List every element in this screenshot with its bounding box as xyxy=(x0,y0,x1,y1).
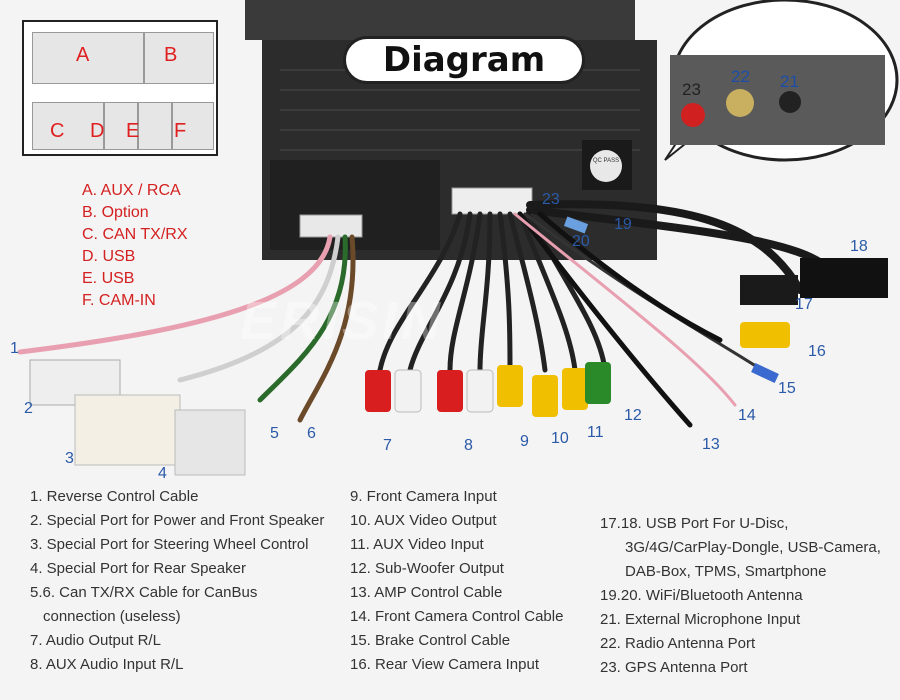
port-a-label: A xyxy=(76,44,90,66)
description-item: 4. Special Port for Rear Speaker xyxy=(30,560,246,577)
description-item: 11. AUX Video Input xyxy=(350,536,484,553)
callout-22-zoom: 22 xyxy=(731,67,750,86)
description-item: 17.18. USB Port For U-Disc, xyxy=(600,515,789,532)
callout-20: 20 xyxy=(572,233,590,250)
port-zoom-inset xyxy=(664,0,899,162)
callout-23-zoom: 23 xyxy=(682,80,701,99)
callout-15: 15 xyxy=(778,380,796,397)
mic-port xyxy=(779,91,801,113)
callout-3: 3 xyxy=(65,450,74,467)
callout-11: 11 xyxy=(587,424,604,441)
callout-4: 4 xyxy=(158,465,167,482)
callout-12: 12 xyxy=(624,407,642,424)
qc-label: QC PASS xyxy=(592,158,620,164)
description-item: 13. AMP Control Cable xyxy=(350,584,503,601)
description-item: 7. Audio Output R/L xyxy=(30,632,161,649)
callout-1: 1 xyxy=(10,340,19,357)
legend-item: F. CAM-IN xyxy=(82,292,156,309)
description-item: 9. Front Camera Input xyxy=(350,488,497,505)
port-c-label: C xyxy=(50,120,65,142)
callout-14: 14 xyxy=(738,407,756,424)
legend-item: C. CAN TX/RX xyxy=(82,226,188,243)
callout-18: 18 xyxy=(850,238,868,255)
description-item: 21. External Microphone Input xyxy=(600,611,801,628)
description-item: 14. Front Camera Control Cable xyxy=(350,608,564,625)
callout-23: 23 xyxy=(542,191,560,208)
description-item: connection (useless) xyxy=(43,608,181,625)
callout-7: 7 xyxy=(383,437,392,454)
description-item: 8. AUX Audio Input R/L xyxy=(30,656,184,673)
callout-16: 16 xyxy=(808,343,826,360)
zoom-labels: 23 22 21 xyxy=(645,0,900,180)
legend-item: E. USB xyxy=(82,270,135,287)
legend-item: A. AUX / RCA xyxy=(82,182,181,199)
radio-port xyxy=(726,89,754,117)
callout-10: 10 xyxy=(551,430,569,447)
description-item: 16. Rear View Camera Input xyxy=(350,656,539,673)
brand-watermark: ERISIN xyxy=(240,291,445,351)
callout-17: 17 xyxy=(795,296,813,313)
callout-21-zoom: 21 xyxy=(780,72,799,91)
description-item: 5.6. Can TX/RX Cable for CanBus xyxy=(30,584,258,601)
legend-item: D. USB xyxy=(82,248,136,265)
gps-port xyxy=(681,103,705,127)
connector-layout: A B C D E F xyxy=(22,20,218,156)
description-item: 2. Special Port for Power and Front Spea… xyxy=(30,512,325,529)
callout-8: 8 xyxy=(464,437,473,454)
description-item: 19.20. WiFi/Bluetooth Antenna xyxy=(600,587,803,604)
qc-sticker xyxy=(590,150,622,182)
legend-item: B. Option xyxy=(82,204,149,221)
description-item: 3G/4G/CarPlay-Dongle, USB-Camera, xyxy=(625,539,881,556)
callout-2: 2 xyxy=(24,400,33,417)
head-unit-drawing xyxy=(17,0,888,476)
description-column-2: 9. Front Camera Input 10. AUX Video Outp… xyxy=(350,485,563,677)
description-item: 23. GPS Antenna Port xyxy=(600,659,748,676)
description-item: 1. Reverse Control Cable xyxy=(30,488,199,505)
description-item: 10. AUX Video Output xyxy=(350,512,497,529)
port-legend: A. AUX / RCA B. Option C. CAN TX/RX D. U… xyxy=(82,180,188,312)
description-item: 22. Radio Antenna Port xyxy=(600,635,756,652)
description-column-1: 1. Reverse Control Cable 2. Special Port… xyxy=(30,485,324,677)
description-item: 12. Sub-Woofer Output xyxy=(350,560,504,577)
port-e-label: E xyxy=(126,120,140,142)
description-column-3: 17.18. USB Port For U-Disc, 3G/4G/CarPla… xyxy=(600,512,881,680)
callout-13: 13 xyxy=(702,436,720,453)
port-f-label: F xyxy=(174,120,187,142)
description-item: 3. Special Port for Steering Wheel Contr… xyxy=(30,536,309,553)
description-item: DAB-Box, TPMS, Smartphone xyxy=(625,563,827,580)
callout-6: 6 xyxy=(307,425,316,442)
callout-5: 5 xyxy=(270,425,279,442)
callout-9: 9 xyxy=(520,433,529,450)
diagram-title: Diagram xyxy=(343,36,585,84)
port-d-label: D xyxy=(90,120,105,142)
description-item: 15. Brake Control Cable xyxy=(350,632,511,649)
callout-19: 19 xyxy=(614,216,632,233)
port-b-label: B xyxy=(164,44,178,66)
